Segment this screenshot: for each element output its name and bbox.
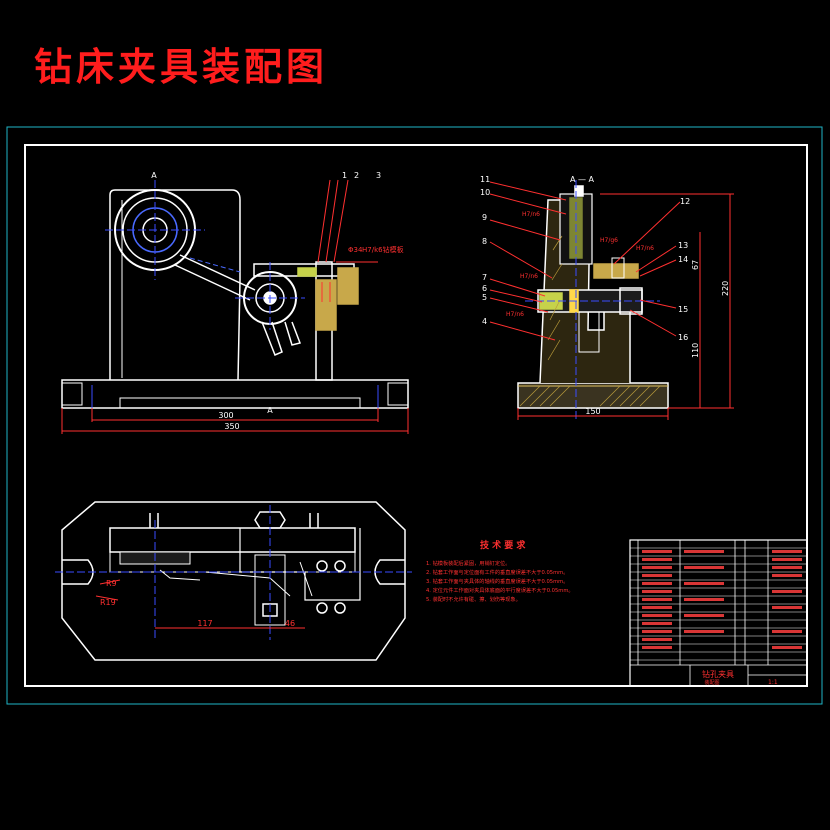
balloon-12: 12 — [680, 197, 690, 206]
side-labels: A — A 11 10 9 8 7 6 5 4 12 13 14 15 16 H… — [480, 175, 730, 416]
top-dims — [95, 579, 305, 629]
balloon-2: 2 — [354, 171, 359, 180]
dim-r19: R19 — [100, 598, 116, 607]
note-text: H7/k6钻模板 — [362, 245, 404, 254]
balloon-11: 11 — [480, 175, 490, 184]
side-centerlines — [525, 180, 660, 420]
fit-2: H7/g6 — [600, 237, 618, 244]
dim-r9: R9 — [106, 579, 117, 588]
tech-heading: 技 术 要 求 — [480, 539, 526, 551]
balloon-3: 3 — [376, 171, 381, 180]
balloon-5: 5 — [482, 293, 487, 302]
front-base — [61, 379, 409, 409]
title-block-name: 钻孔夹具 — [702, 669, 734, 679]
inner-frame — [24, 144, 808, 687]
fit-4: H7/n6 — [520, 273, 538, 280]
tech-item-4: 4. 定位元件工作面对夹具体底面的平行度误差不大于0.05mm。 — [426, 586, 574, 594]
dim-220: 220 — [721, 281, 730, 296]
tech-item-5: 5. 装配时不允许有碰、擦、划伤等现象。 — [426, 595, 521, 603]
note-dim: Φ34 — [348, 246, 363, 254]
balloon-7: 7 — [482, 273, 487, 282]
dim-300: 300 — [218, 411, 233, 420]
section-marker-base: A — [267, 406, 273, 415]
fit-3: H7/n6 — [636, 245, 654, 252]
front-body — [109, 189, 241, 381]
drawing-title: 钻床夹具装配图 — [34, 44, 329, 89]
balloon-1: 1 — [342, 171, 347, 180]
outer-frame — [6, 126, 823, 705]
side-section-label: A — A — [570, 175, 595, 184]
dim-150: 150 — [585, 407, 600, 416]
front-labels: 300 350 A A 1 2 3 Φ34 H7/k6钻模板 — [151, 171, 403, 431]
front-dims — [61, 179, 409, 434]
front-view — [61, 189, 409, 409]
balloon-16: 16 — [678, 333, 688, 342]
balloon-8: 8 — [482, 237, 487, 246]
title-block-sub: 装配图 — [704, 679, 719, 686]
side-hatch — [519, 235, 661, 407]
tech-item-1: 1. 钻模板装配后紧固，用销钉定位。 — [426, 559, 510, 567]
balloon-4: 4 — [482, 317, 487, 326]
side-dims — [489, 181, 734, 420]
balloon-6: 6 — [482, 284, 487, 293]
dim-46: 46 — [285, 619, 295, 628]
title-block-scale: 1:1 — [768, 679, 778, 686]
tech-item-2: 2. 钻套工作面与定位面有工件的垂直度误差不大于0.05mm。 — [426, 568, 568, 576]
balloon-13: 13 — [678, 241, 688, 250]
top-centerlines — [55, 505, 412, 640]
parts-text-marks — [642, 550, 802, 649]
tech-requirements: 技 术 要 求 1. 钻模板装配后紧固，用销钉定位。 2. 钻套工作面与定位面有… — [426, 539, 574, 603]
balloon-9: 9 — [482, 213, 487, 222]
dim-110: 110 — [691, 343, 700, 358]
side-view — [517, 185, 669, 409]
section-marker-top: A — [151, 171, 157, 180]
dim-117: 117 — [197, 619, 212, 628]
dim-350: 350 — [224, 422, 239, 431]
balloon-14: 14 — [678, 255, 688, 264]
balloon-10: 10 — [480, 188, 490, 197]
side-base — [517, 382, 669, 409]
balloon-15: 15 — [678, 305, 688, 314]
top-labels: R9 R19 117 46 — [100, 579, 295, 628]
dim-67: 67 — [691, 260, 700, 270]
parts-rows — [630, 547, 807, 661]
tech-item-3: 3. 钻套工作面与夹具体的轴线的垂直度误差不大于0.05mm。 — [426, 577, 568, 585]
fit-1: H7/n6 — [522, 211, 540, 218]
title-block-text: 钻孔夹具 装配图 1:1 — [702, 669, 778, 686]
front-centerlines — [91, 180, 379, 410]
fit-5: H7/n6 — [506, 311, 524, 318]
parts-list — [629, 539, 808, 687]
